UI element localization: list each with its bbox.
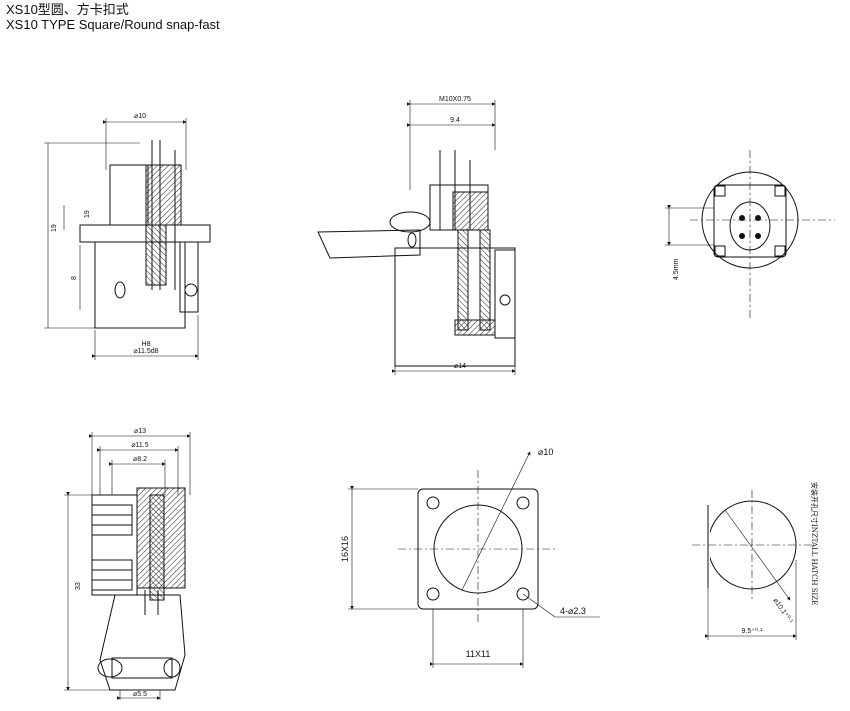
side-dia-top-label: ⌀10 xyxy=(134,113,146,120)
cutout-dia-label: ⌀10.1⁺⁰·¹ xyxy=(771,597,795,626)
side-dia-bottom-label: ⌀11.5d8 xyxy=(133,348,158,355)
plug-dia-mid-label: ⌀11.5 xyxy=(131,442,148,449)
section-dia-bottom-label: ⌀14 xyxy=(454,363,466,370)
plug-view xyxy=(64,432,191,700)
side-height-total-label: 19 xyxy=(51,224,58,232)
side-fit-label: H8 xyxy=(142,341,151,348)
end-view xyxy=(665,150,835,320)
flange-dia-hole-label: ⌀10 xyxy=(538,447,553,457)
cutout-note-label: 安装开孔尺寸INZTALL HATCH SIZE xyxy=(810,482,819,605)
section-width-label: 9.4 xyxy=(450,117,460,124)
plug-dia-outer-label: ⌀13 xyxy=(134,428,146,435)
flange-outer-size-label: 16X16 xyxy=(340,536,350,562)
plug-dia-cable-label: ⌀5.5 xyxy=(133,691,147,698)
side-height-upper-label: 19 xyxy=(84,210,91,218)
title-en: XS10 TYPE Square/Round snap-fast xyxy=(6,17,220,32)
section-thread-label: M10X0.75 xyxy=(439,96,471,103)
plug-dia-inner-label: ⌀8.2 xyxy=(133,456,147,463)
cutout-width-label: 9.5⁺⁰·¹ xyxy=(742,627,764,635)
end-offset-label: 4.5mm xyxy=(673,258,680,280)
cutout-view xyxy=(692,490,812,640)
flange-hole-spacing-label: 11X11 xyxy=(466,649,491,659)
flange-mount-holes-label: 4-⌀2.3 xyxy=(560,606,586,616)
plug-length-label: 33 xyxy=(75,582,82,590)
side-view xyxy=(44,118,211,360)
section-view xyxy=(317,100,516,375)
title-cn: XS10型圆、方卡扣式 xyxy=(6,2,129,17)
side-height-lower-label: 8 xyxy=(71,276,78,280)
flange-view xyxy=(348,451,600,668)
title-block: XS10型圆、方卡扣式 XS10 TYPE Square/Round snap-… xyxy=(6,2,220,32)
